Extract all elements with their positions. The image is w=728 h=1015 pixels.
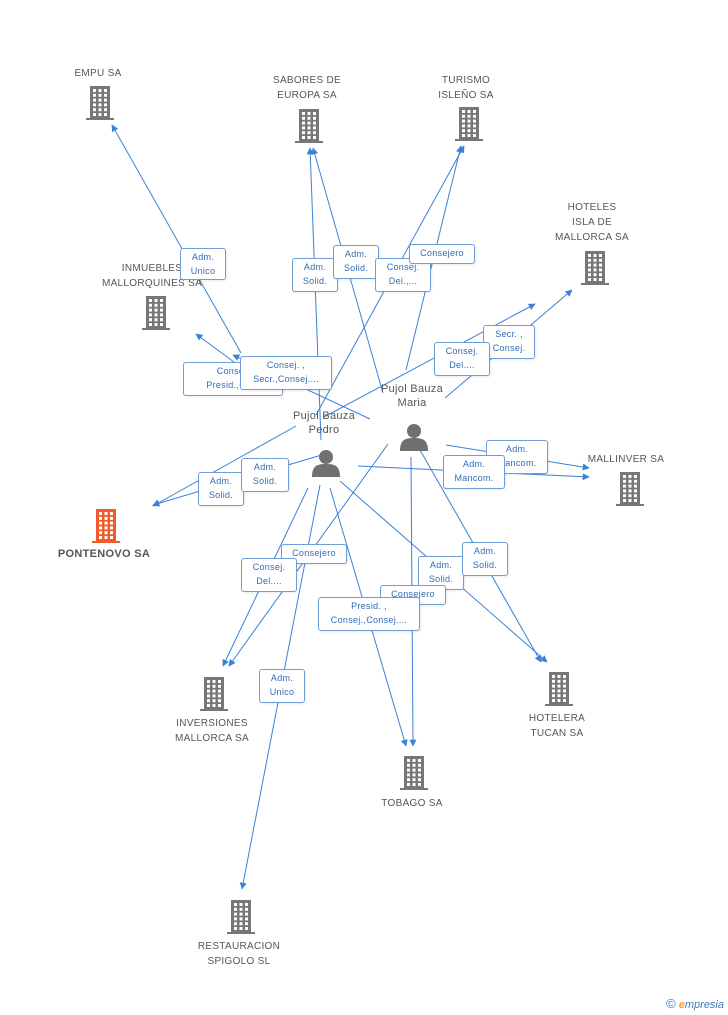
role-badge[interactable]: Adm. Solid. bbox=[292, 258, 338, 292]
building-icon[interactable] bbox=[295, 109, 323, 143]
role-badge[interactable]: Adm. Solid. bbox=[418, 556, 464, 590]
building-icon[interactable] bbox=[92, 509, 120, 543]
role-badge[interactable]: Adm. Unico bbox=[180, 248, 226, 280]
brand-logo-e: e bbox=[678, 999, 685, 1011]
building-icon[interactable] bbox=[227, 900, 255, 934]
company-label-pontenovo[interactable]: PONTENOVO SA bbox=[57, 548, 151, 560]
role-badge[interactable]: Consejero bbox=[409, 244, 475, 264]
role-badge[interactable]: Consej. Del.... bbox=[241, 558, 297, 592]
relation-edge bbox=[152, 425, 297, 507]
company-label-hotelera[interactable]: HOTELERA TUCAN SA bbox=[528, 713, 586, 739]
building-icon[interactable] bbox=[400, 756, 428, 790]
company-label-inmuebles[interactable]: INMUEBLES MALLORQUINES SA bbox=[101, 263, 203, 289]
relation-edge bbox=[323, 303, 536, 418]
role-badge[interactable]: Adm. Unico bbox=[259, 669, 305, 703]
building-icon[interactable] bbox=[581, 251, 609, 285]
relation-edge bbox=[306, 147, 322, 441]
role-badge[interactable]: Secr. , Consej. bbox=[483, 325, 535, 359]
company-label-hoteles[interactable]: HOTELES ISLA DE MALLORCA SA bbox=[555, 202, 629, 243]
building-icon[interactable] bbox=[545, 672, 573, 706]
company-label-empu[interactable]: EMPU SA bbox=[74, 68, 122, 79]
building-icon[interactable] bbox=[200, 677, 228, 711]
role-badge[interactable]: Adm. Mancom. bbox=[443, 455, 505, 489]
empresia-brand[interactable]: ©empresia bbox=[666, 996, 724, 1011]
icon-layer bbox=[86, 86, 644, 934]
company-label-sabores[interactable]: SABORES DE EUROPA SA bbox=[272, 75, 342, 101]
building-icon[interactable] bbox=[86, 86, 114, 120]
copyright-icon: © bbox=[666, 996, 676, 1011]
role-badge[interactable]: Presid. , Consej.,Consej.... bbox=[318, 597, 420, 631]
company-label-turismo[interactable]: TURISMO ISLEÑO SA bbox=[438, 75, 494, 101]
company-label-restauracion[interactable]: RESTAURACION SPIGOLO SL bbox=[197, 941, 281, 967]
person-label-pedro[interactable]: Pujol Bauza Pedro bbox=[292, 410, 356, 436]
person-label-maria[interactable]: Pujol Bauza Maria bbox=[380, 383, 444, 409]
company-label-mallinver[interactable]: MALLINVER SA bbox=[587, 454, 665, 465]
company-label-inversiones[interactable]: INVERSIONES MALLORCA SA bbox=[175, 718, 249, 744]
role-badge[interactable]: Adm. Solid. bbox=[241, 458, 289, 492]
role-badge[interactable]: Consej. Del.... bbox=[434, 342, 490, 376]
brand-name: mpresia bbox=[684, 999, 724, 1011]
role-badge[interactable]: Adm. Solid. bbox=[462, 542, 508, 576]
person-icon[interactable] bbox=[312, 450, 340, 477]
company-label-tobago[interactable]: TOBAGO SA bbox=[381, 798, 443, 809]
role-badge[interactable]: Adm. Solid. bbox=[333, 245, 379, 279]
role-badge[interactable]: Consejero bbox=[281, 544, 347, 564]
role-badge[interactable]: Adm. Solid. bbox=[198, 472, 244, 506]
role-badge[interactable]: Consej. , Secr.,Consej.... bbox=[240, 356, 332, 390]
edge-layer bbox=[111, 124, 590, 890]
relation-edge bbox=[111, 124, 242, 354]
building-icon[interactable] bbox=[616, 472, 644, 506]
building-icon[interactable] bbox=[142, 296, 170, 330]
building-icon[interactable] bbox=[455, 107, 483, 141]
person-icon[interactable] bbox=[400, 424, 428, 451]
